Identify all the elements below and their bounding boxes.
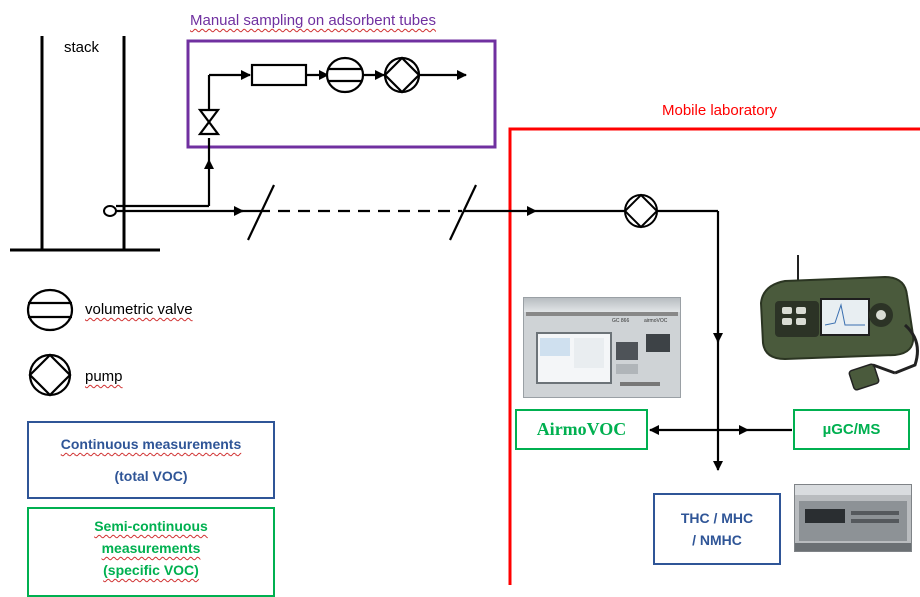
legend-pump-symbol [28,353,72,397]
semicontinuous-measurements-box: Semi-continuous measurements (specific V… [27,507,275,597]
ugcms-label: µGC/MS [822,421,881,438]
legend-pump-label: pump [85,368,123,385]
airmovoc-box: AirmoVOC [515,409,648,450]
ugcms-box: µGC/MS [793,409,910,450]
mobile-laboratory-label: Mobile laboratory [662,102,778,119]
thc-analyzer-image [794,484,912,552]
instrument-brand-left: GC 866 [612,318,630,324]
continuous-measurements-box: Continuous measurements (total VOC) [27,421,275,499]
thc-mhc-nmhc-box: THC / MHC / NMHC [653,493,781,565]
semicontinuous-line3: (specific VOC) [103,562,199,578]
sampling-line [103,184,723,471]
ugcms-instrument-image [759,255,919,391]
manual-sampling-branch [197,56,467,206]
continuous-total-voc-label: (total VOC) [114,468,188,484]
mobile-laboratory-frame [508,127,920,585]
stack-label: stack [64,39,100,56]
pump-symbol-main [623,193,659,229]
airmovoc-label: AirmoVOC [536,419,627,439]
legend-volumetric-valve-label: volumetric valve [85,301,193,318]
semicontinuous-line2: measurements [101,540,201,556]
stack-structure [10,36,160,252]
legend-volumetric-valve-symbol [26,288,74,332]
instrument-brand-right: airmoVOC [644,318,668,324]
thc-line1: THC / MHC [680,510,754,526]
manual-sampling-box [186,39,497,149]
manual-sampling-title: Manual sampling on adsorbent tubes [190,12,436,29]
continuous-measurements-label: Continuous measurements [60,436,242,452]
thc-line2: / NMHC [692,532,742,548]
process-diagram [10,36,920,585]
airmovoc-instrument-image: GC 866 airmoVOC [523,297,681,398]
semicontinuous-line1: Semi-continuous [94,518,208,534]
